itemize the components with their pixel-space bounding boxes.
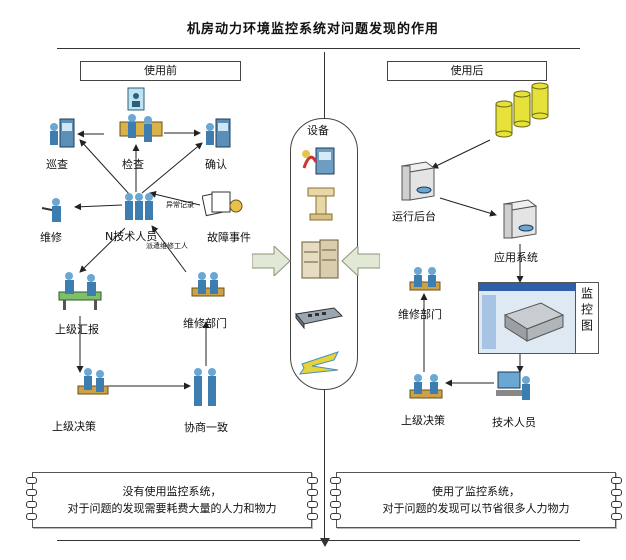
database-cylinders-icon xyxy=(495,82,549,138)
network-switch-icon xyxy=(295,307,344,330)
center-divider-arrowhead xyxy=(320,538,330,547)
arrow-repairdept-tech xyxy=(151,225,187,273)
repair-worker-icon xyxy=(41,198,61,222)
left-into-capsule-arrow xyxy=(252,246,291,276)
after-note-line-2: 对于问题的发现可以节省很多人力物力 xyxy=(382,502,570,515)
app-server-icon xyxy=(502,199,538,239)
after-note: 使用了监控系统， 对于问题的发现可以节省很多人力物力 xyxy=(330,472,622,528)
node-repair: 维修 xyxy=(40,231,62,244)
monitor-label-box: 监控图 xyxy=(575,282,599,354)
fault-documents-icon xyxy=(202,191,243,217)
arrow-tech-confirm xyxy=(141,142,203,194)
monitor-screenshot xyxy=(478,282,576,354)
before-note-line-1: 没有使用监控系统， xyxy=(122,485,222,498)
node-decision: 上级决策 xyxy=(52,420,96,433)
node-confirm: 确认 xyxy=(205,158,227,171)
backend-server-icon xyxy=(400,161,436,201)
before-note-line-2: 对于问题的发现需要耗费大量的人力和物力 xyxy=(67,502,277,515)
node-technician-right: 技术人员 xyxy=(492,416,536,429)
pipe-device-icon xyxy=(307,187,335,221)
before-header: 使用前 xyxy=(80,61,241,81)
confirm-icon xyxy=(206,118,231,148)
server-rack-icon xyxy=(301,239,339,279)
monitor-label: 监控图 xyxy=(579,287,594,335)
node-inspect: 检查 xyxy=(122,158,144,171)
repair-dept-right-icon xyxy=(409,267,441,291)
node-decision-right: 上级决策 xyxy=(401,414,445,427)
device-header: 设备 xyxy=(307,124,329,137)
page-title: 机房动力环境监控系统对问题发现的作用 xyxy=(186,22,439,37)
title-divider xyxy=(57,48,580,49)
technicians-icon xyxy=(125,193,153,220)
node-patrol: 巡查 xyxy=(46,158,68,171)
node-repair-dept-right: 维修部门 xyxy=(398,308,442,321)
monitor-device-diagram-icon xyxy=(503,302,565,342)
patrol-icon xyxy=(50,118,75,148)
edge-label-dispatch: 派遣维修工人 xyxy=(146,242,188,250)
arrow-tech-report xyxy=(79,227,126,273)
arrow-fault-tech xyxy=(149,190,201,206)
repair-dept-icon xyxy=(191,272,225,297)
inspect-icon xyxy=(119,114,163,142)
arrow-db-backend xyxy=(431,139,491,169)
power-bolt-icon xyxy=(298,351,339,375)
negotiate-icon xyxy=(194,368,216,406)
after-note-line-1: 使用了监控系统， xyxy=(432,485,520,498)
sensor-device-icon xyxy=(302,147,335,175)
before-note: 没有使用监控系统， 对于问题的发现需要耗费大量的人力和物力 xyxy=(26,472,318,528)
node-fault: 故障事件 xyxy=(207,231,251,244)
bottom-divider xyxy=(57,540,580,541)
node-technician: N技术人员 xyxy=(105,230,158,243)
edge-label-abnormal: 异常记录 xyxy=(166,201,194,209)
right-into-capsule-arrow xyxy=(341,246,380,276)
node-app: 应用系统 xyxy=(494,251,538,264)
decision-right-icon xyxy=(409,374,443,399)
node-negotiate: 协商一致 xyxy=(184,421,228,434)
after-header: 使用后 xyxy=(387,61,547,81)
report-meeting-icon xyxy=(58,272,102,310)
technician-computer-icon xyxy=(496,371,530,400)
node-report: 上级汇报 xyxy=(55,323,99,336)
node-repair-dept: 维修部门 xyxy=(183,317,227,330)
arrow-tech-repair xyxy=(74,203,123,211)
arrow-tech-patrol xyxy=(79,139,131,196)
arrow-backend-app xyxy=(439,197,497,217)
decision-icon xyxy=(77,368,109,395)
clipboard-icon xyxy=(127,87,145,111)
node-backend: 运行后台 xyxy=(392,210,436,223)
